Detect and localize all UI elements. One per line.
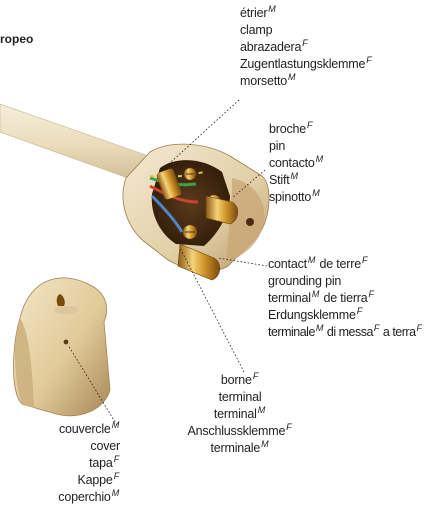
pin-label-it: spinottoM (269, 189, 324, 206)
cover-label-en: cover (20, 438, 120, 455)
grounding-label-it: terminaleM di messaF a terraF (268, 324, 423, 341)
terminal-label-de: AnschlussklemmeF (178, 423, 302, 440)
pin-label-de: StiftM (269, 172, 324, 189)
clamp-label-en: clamp (240, 22, 373, 39)
clamp-label-fr: étrierM (240, 5, 373, 22)
pin-label-es: contactoM (269, 155, 324, 172)
cover-labels: couvercleM cover tapaF KappeF coperchioM (20, 421, 120, 506)
terminal-labels: borneF terminal terminalM Anschlussklemm… (178, 372, 302, 457)
grounding-pin-labels: contactM de terreF grounding pin termina… (268, 256, 423, 341)
grounding-label-de: ErdungsklemmeF (268, 307, 423, 324)
clamp-labels: étrierM clamp abrazaderaF Zugentlastungs… (240, 5, 373, 90)
terminal-label-es: terminalM (178, 406, 302, 423)
cover (14, 278, 111, 416)
grounding-label-fr: contactM de terreF (268, 256, 423, 273)
pin-label-fr: brocheF (269, 121, 324, 138)
cover-label-es: tapaF (20, 455, 120, 472)
terminal-label-it: terminaleM (178, 440, 302, 457)
terminal-label-fr: borneF (178, 372, 302, 389)
cover-label-fr: couvercleM (20, 421, 120, 438)
clamp-label-it: morsettoM (240, 73, 373, 90)
cover-label-de: KappeF (20, 472, 120, 489)
grounding-label-en: grounding pin (268, 273, 423, 290)
pin-label-en: pin (269, 138, 324, 155)
terminal-label-en: terminal (178, 389, 302, 406)
grounding-label-es: terminalM de tierraF (268, 290, 423, 307)
clamp-label-de: ZugentlastungsklemmeF (240, 56, 373, 73)
cover-label-it: coperchioM (20, 489, 120, 506)
clamp-label-es: abrazaderaF (240, 39, 373, 56)
pin-labels: brocheF pin contactoM StiftM spinottoM (269, 121, 324, 206)
